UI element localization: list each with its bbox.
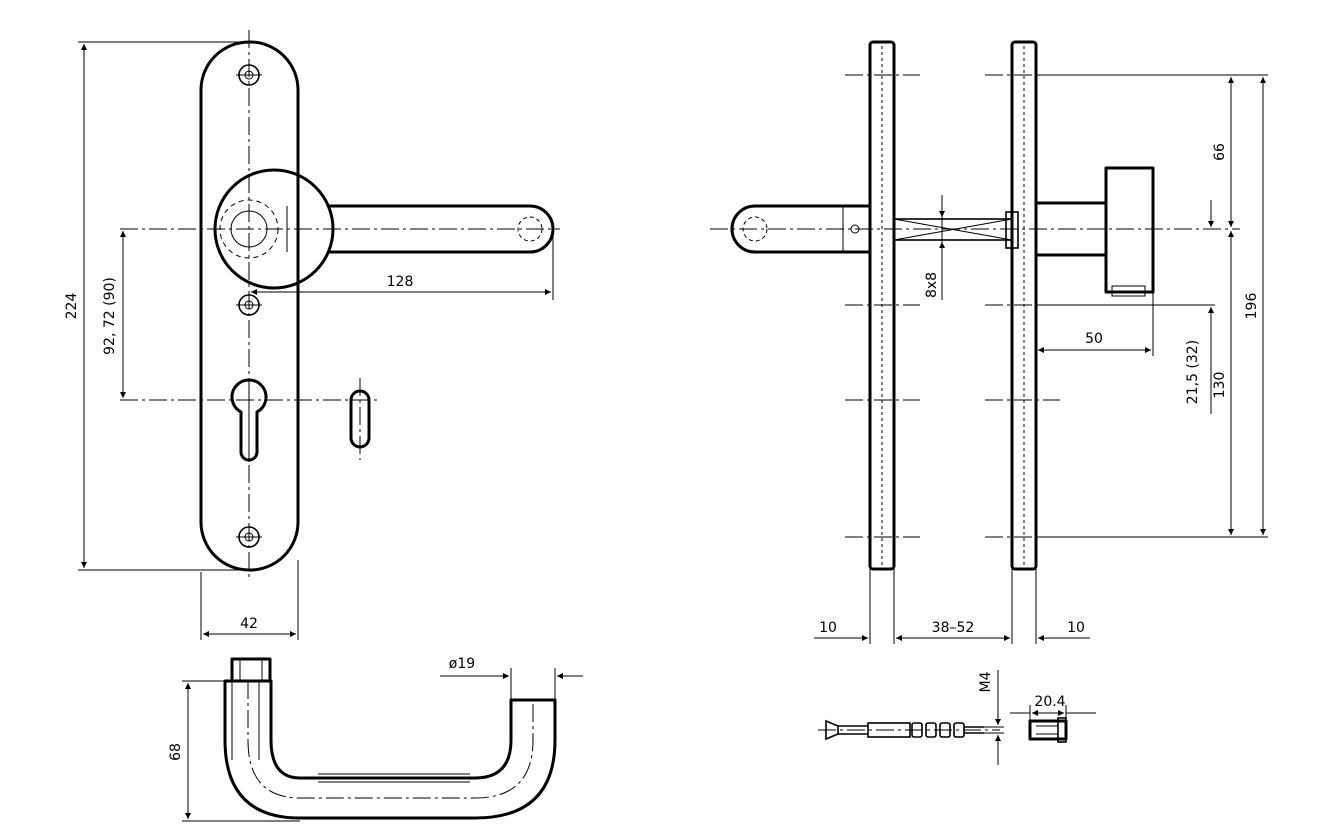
lever-centerline-u: [247, 681, 534, 799]
dim-plate-thickness-right: 10: [1067, 620, 1085, 636]
lever-square-stub: [230, 657, 272, 683]
dim-lever-height: 68: [168, 743, 184, 761]
dim-lever-length: 128: [387, 274, 414, 290]
dim-plate-width: 42: [240, 616, 258, 632]
dim-hole-spacing: 92, 72 (90): [102, 277, 118, 355]
dim-sleeve-length: 20.4: [1034, 694, 1065, 710]
dim-lever-diameter: ø19: [449, 656, 475, 672]
spindle-square: [893, 218, 1013, 241]
fastener-detail: M4 20.4: [818, 670, 1096, 765]
lever-top-view: 68 ø19: [168, 656, 583, 822]
dim-knob-offset: 21,5 (32): [1185, 340, 1201, 404]
dim-plate-height: 224: [64, 293, 80, 320]
dim-door-thickness: 38–52: [932, 620, 975, 636]
screw-hole-bottom: [236, 526, 262, 548]
screw-hole-middle: [236, 294, 262, 316]
dim-thread: M4: [978, 671, 994, 692]
dim-knob-projection: 50: [1085, 331, 1103, 347]
knob-body: [1104, 166, 1155, 294]
dim-spindle: 8x8: [924, 272, 940, 298]
dim-screw-spacing: 130: [1212, 372, 1228, 399]
lever-arm: [328, 204, 555, 254]
side-view: 8x8 50 66 196 130 21,5 (32) 10 38–52 10: [710, 40, 1268, 644]
lever-u-shape: [223, 679, 557, 820]
front-view: 224 92, 72 (90) 128 42: [64, 30, 560, 640]
screw-hole-top: [236, 64, 262, 86]
dim-top-offset: 66: [1212, 143, 1228, 161]
sleeve: [1028, 719, 1068, 741]
dim-total-height: 196: [1244, 293, 1260, 320]
dim-plate-thickness-left: 10: [819, 620, 837, 636]
